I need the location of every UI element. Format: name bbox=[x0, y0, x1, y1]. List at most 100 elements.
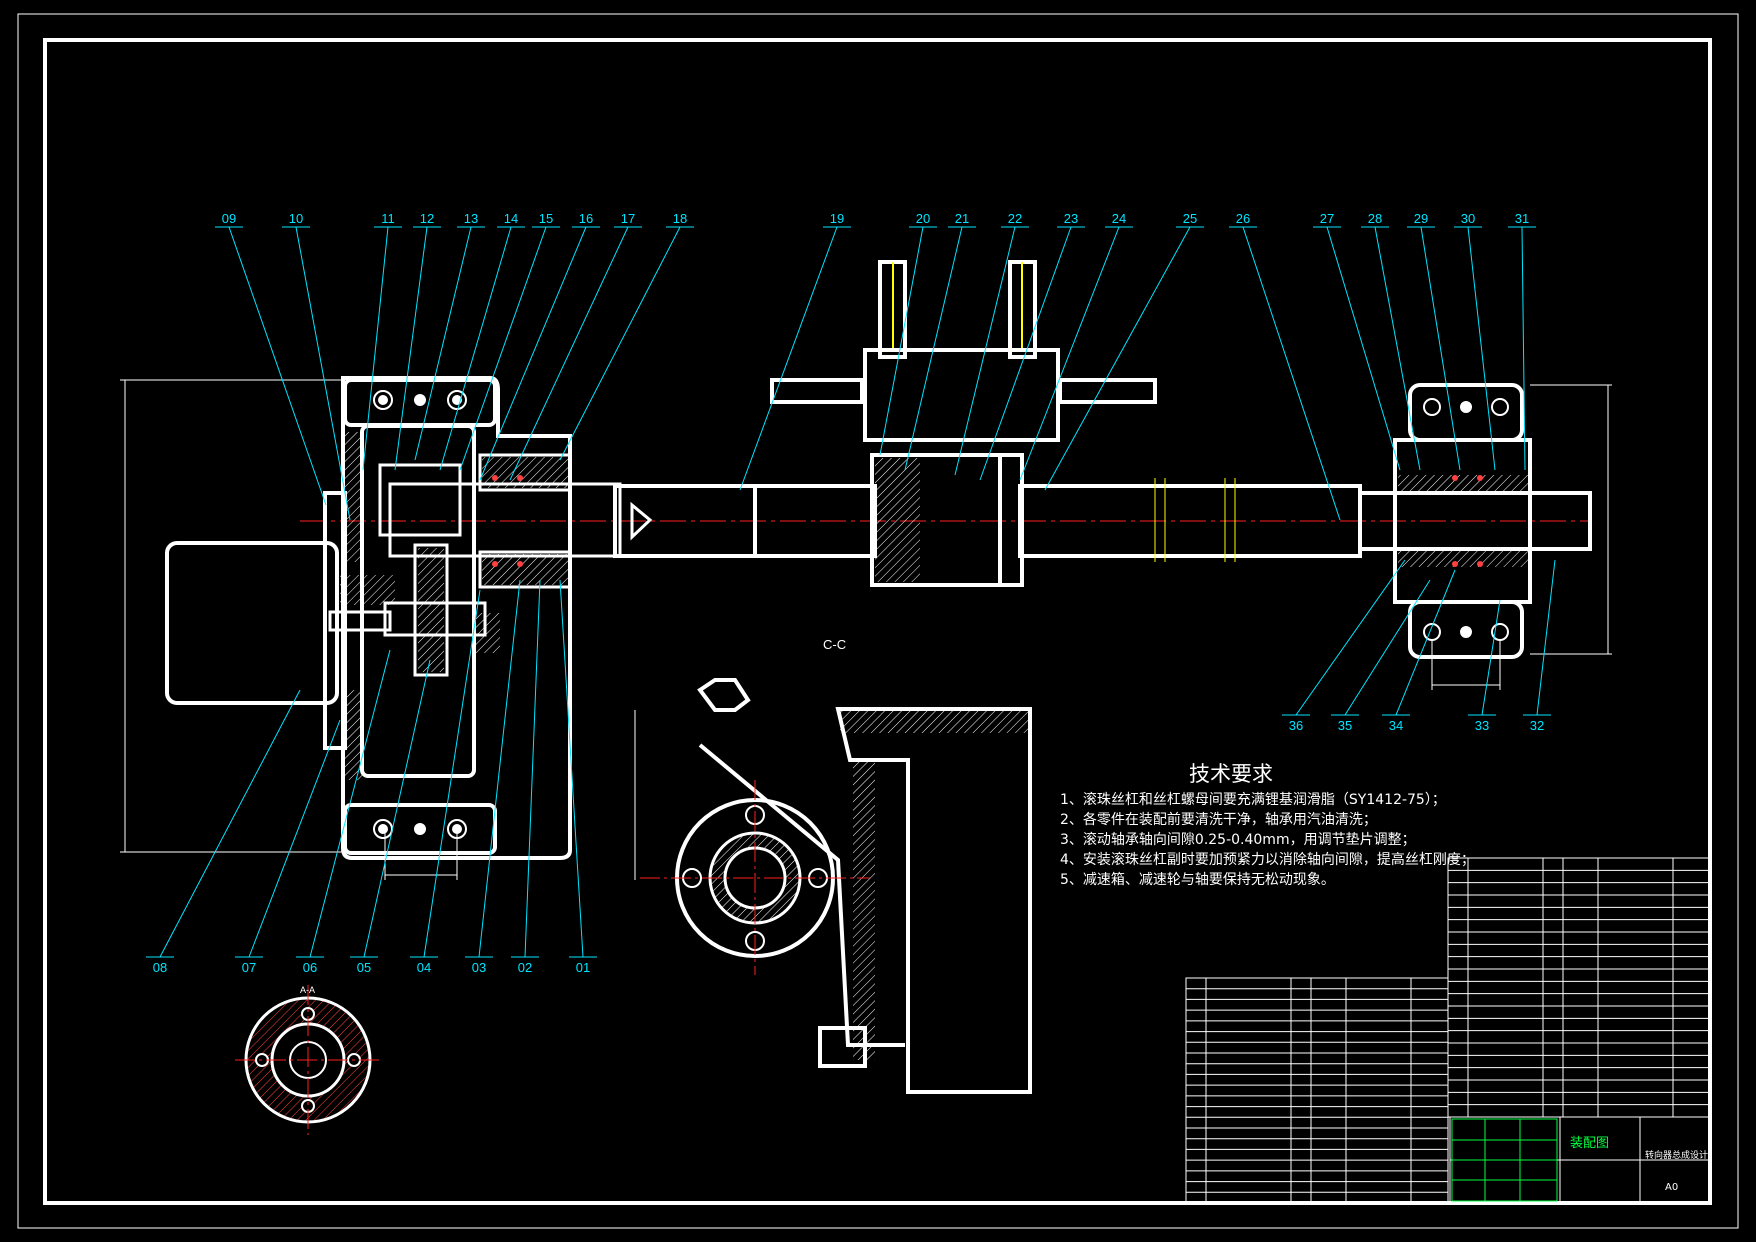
part-number-label: 18 bbox=[673, 211, 687, 226]
part-number-label: 01 bbox=[576, 960, 590, 975]
leader-line bbox=[509, 226, 629, 481]
gearbox-housing bbox=[165, 376, 572, 860]
leader-line bbox=[1326, 226, 1401, 471]
part-number-label: 17 bbox=[621, 211, 635, 226]
part-number-label: 19 bbox=[830, 211, 844, 226]
tech-requirements-title: 技术要求 bbox=[1189, 762, 1273, 786]
right-bearing-housing bbox=[1393, 383, 1532, 659]
leader-line bbox=[309, 649, 391, 958]
part-number-label: 33 bbox=[1475, 718, 1489, 733]
leader-line bbox=[459, 226, 547, 471]
shaft-thread-marks bbox=[1154, 478, 1236, 562]
leader-lines bbox=[146, 226, 1556, 958]
part-number-label: 21 bbox=[955, 211, 969, 226]
title-block-green-grid bbox=[1451, 1118, 1558, 1202]
leader-line bbox=[879, 226, 924, 456]
part-number-label: 31 bbox=[1515, 211, 1529, 226]
leader-line bbox=[1420, 226, 1461, 471]
section-cc-flange bbox=[675, 798, 835, 958]
part-number-label: 08 bbox=[153, 960, 167, 975]
housing-hatch-upper bbox=[345, 432, 363, 562]
nut-hatch bbox=[875, 458, 920, 582]
leader-line bbox=[228, 226, 327, 506]
section-cc-label: C-C bbox=[823, 637, 847, 652]
ball-nut-bracket bbox=[770, 260, 1157, 587]
part-number-label: 35 bbox=[1338, 718, 1352, 733]
section-aa-label: A-A bbox=[300, 985, 316, 995]
part-number-label: 32 bbox=[1530, 718, 1544, 733]
leader-line bbox=[394, 226, 428, 471]
inner-border bbox=[43, 38, 1712, 1205]
housing-bolts bbox=[373, 390, 467, 839]
part-number-label: 30 bbox=[1461, 211, 1475, 226]
leader-line bbox=[1344, 579, 1431, 716]
leader-line bbox=[559, 226, 681, 461]
part-number-label: 14 bbox=[504, 211, 518, 226]
leader-line bbox=[904, 226, 963, 471]
outer-border bbox=[17, 13, 1739, 1229]
title-block-drawing-name: 装配图 bbox=[1570, 1136, 1610, 1151]
part-number-label: 27 bbox=[1320, 211, 1334, 226]
leader-line bbox=[1395, 569, 1456, 716]
leader-line bbox=[524, 579, 541, 958]
leader-line bbox=[414, 226, 472, 461]
leader-line bbox=[1044, 226, 1191, 491]
leader-line bbox=[479, 226, 587, 481]
worm-gear-assembly bbox=[328, 463, 487, 677]
part-number-label: 34 bbox=[1389, 718, 1403, 733]
part-number-label: 11 bbox=[381, 211, 395, 226]
leader-line bbox=[295, 226, 351, 521]
part-number-label: 15 bbox=[539, 211, 553, 226]
tech-requirement-item: 5、减速箱、减速轮与轴要保持无松动现象。 bbox=[1060, 872, 1335, 888]
leader-line bbox=[979, 226, 1072, 481]
part-number-label: 09 bbox=[222, 211, 236, 226]
part-number-label: 22 bbox=[1008, 211, 1022, 226]
leader-line bbox=[1481, 599, 1501, 716]
shaft-coupling-arrow bbox=[630, 501, 653, 541]
part-number-label: 12 bbox=[420, 211, 434, 226]
part-number-label: 04 bbox=[417, 960, 431, 975]
leader-line bbox=[478, 579, 521, 958]
leader-line bbox=[1295, 559, 1406, 716]
leader-line bbox=[1019, 226, 1120, 481]
part-number-label: 10 bbox=[289, 211, 303, 226]
part-number-label: 24 bbox=[1112, 211, 1126, 226]
part-number-label: 16 bbox=[579, 211, 593, 226]
part-number-label: 36 bbox=[1289, 718, 1303, 733]
housing-hatch-right bbox=[475, 613, 500, 653]
part-number-label: 03 bbox=[472, 960, 486, 975]
part-number-label: 23 bbox=[1064, 211, 1078, 226]
tech-requirement-item: 2、各零件在装配前要清洗干净，轴承用汽油清洗； bbox=[1060, 812, 1377, 828]
section-cc-hatch-web bbox=[853, 760, 875, 1060]
bearing-balls-left bbox=[492, 475, 523, 567]
leader-line bbox=[954, 226, 1016, 476]
part-number-label: 02 bbox=[518, 960, 532, 975]
parts-list-table-left bbox=[1185, 977, 1449, 1204]
part-number-label: 29 bbox=[1414, 211, 1428, 226]
part-number-label: 20 bbox=[916, 211, 930, 226]
housing-hatch-mid bbox=[340, 575, 395, 605]
leader-line bbox=[248, 719, 341, 958]
tech-requirement-item: 1、滚珠丝杠和丝杠螺母间要充满锂基润滑脂（SY1412-75）； bbox=[1060, 792, 1446, 808]
leader-line bbox=[362, 226, 389, 471]
section-cc-hatch-top bbox=[840, 711, 1028, 733]
part-number-label: 13 bbox=[464, 211, 478, 226]
title-block-size: A0 bbox=[1665, 1182, 1679, 1193]
tech-requirement-item: 4、安装滚珠丝杠副时要加预紧力以消除轴向间隙，提高丝杠刚度； bbox=[1060, 852, 1475, 868]
tech-requirements-list: 1、滚珠丝杠和丝杠螺母间要充满锂基润滑脂（SY1412-75）； 2、各零件在装… bbox=[1060, 790, 1475, 890]
leader-line bbox=[739, 226, 838, 491]
leader-line bbox=[1467, 226, 1496, 471]
part-number-label: 06 bbox=[303, 960, 317, 975]
leader-line bbox=[423, 589, 481, 958]
title-block-project: 转向器总成设计 bbox=[1645, 1151, 1709, 1161]
worm-hatch bbox=[418, 548, 444, 672]
part-number-label: 25 bbox=[1183, 211, 1197, 226]
bracket-yellow-lines bbox=[892, 262, 1023, 348]
tech-requirement-item: 3、滚动轴承轴向间隙0.25-0.40mm，用调节垫片调整； bbox=[1060, 832, 1416, 848]
right-hatch-top bbox=[1398, 475, 1528, 495]
leader-line bbox=[439, 226, 512, 471]
right-hatch-bottom bbox=[1398, 547, 1528, 567]
